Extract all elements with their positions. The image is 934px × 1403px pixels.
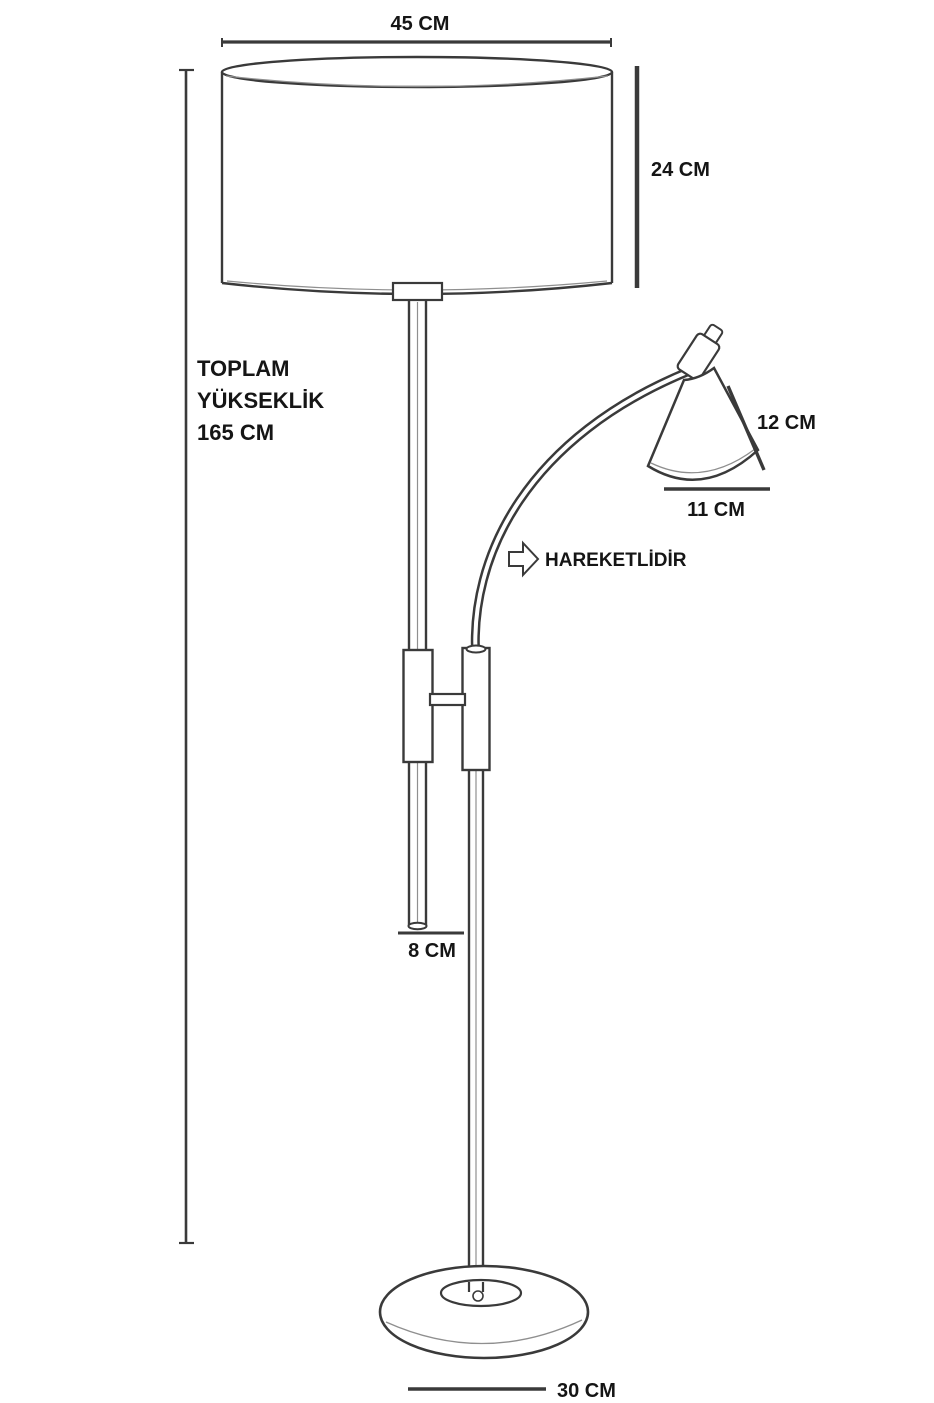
shade-width-label: 45 CM [391, 13, 450, 35]
lamp-socket [676, 332, 721, 382]
base-bolt [472, 1290, 484, 1302]
reading-lamp-head [646, 323, 760, 481]
base-outer [378, 1264, 590, 1360]
joint-crossbar [428, 692, 467, 707]
movable-label: HAREKETLİDİR [545, 550, 687, 571]
cone-height-line [726, 385, 766, 471]
shade-top-rim-sketch [225, 75, 609, 88]
main-pole-bottom-cap [407, 921, 428, 931]
cone-height-label: 12 CM [757, 412, 816, 434]
total-height-dimension: TOPLAM YÜKSEKLİK 165 CM [179, 68, 324, 1245]
lamp-base [378, 1264, 590, 1360]
cone-shade [646, 366, 760, 481]
main-pole-sleeve [402, 648, 434, 764]
lower-pole-dimension: 8 CM [398, 931, 464, 962]
drum-shade [220, 55, 614, 302]
shade-height-dimension: 24 CM [634, 66, 710, 288]
cone-width-dimension: 11 CM [664, 487, 770, 521]
lower-pole-label: 8 CM [408, 940, 456, 962]
total-height-label-line2: YÜKSEKLİK [197, 388, 324, 413]
base-width-label: 30 CM [557, 1380, 616, 1402]
shade-pole-connector [391, 281, 444, 302]
shade-height-label: 24 CM [651, 159, 710, 181]
shade-top-rim [220, 55, 614, 89]
cone-shade-rim-sketch [650, 448, 756, 474]
total-height-label-line3: 165 CM [197, 420, 274, 445]
pole-joint [402, 644, 491, 772]
arrow-right-icon [508, 540, 540, 578]
shade-width-dimension: 45 CM [221, 13, 612, 47]
main-pole [407, 300, 428, 931]
reading-arm [470, 365, 697, 665]
base-width-dimension: 30 CM [408, 1380, 616, 1402]
lamp-socket-group [676, 323, 724, 382]
secondary-pole-top-cap [465, 644, 487, 654]
reading-arm-tube-outer [470, 365, 697, 665]
reading-arm-tube-inner [473, 368, 694, 662]
cone-width-label: 11 CM [687, 499, 745, 521]
movable-annotation: HAREKETLİDİR [508, 540, 687, 578]
secondary-pole-sleeve [461, 646, 491, 772]
cone-height-dimension: 12 CM [726, 385, 816, 471]
base-outer-sketch [385, 1319, 583, 1345]
total-height-label-line1: TOPLAM [197, 356, 289, 381]
